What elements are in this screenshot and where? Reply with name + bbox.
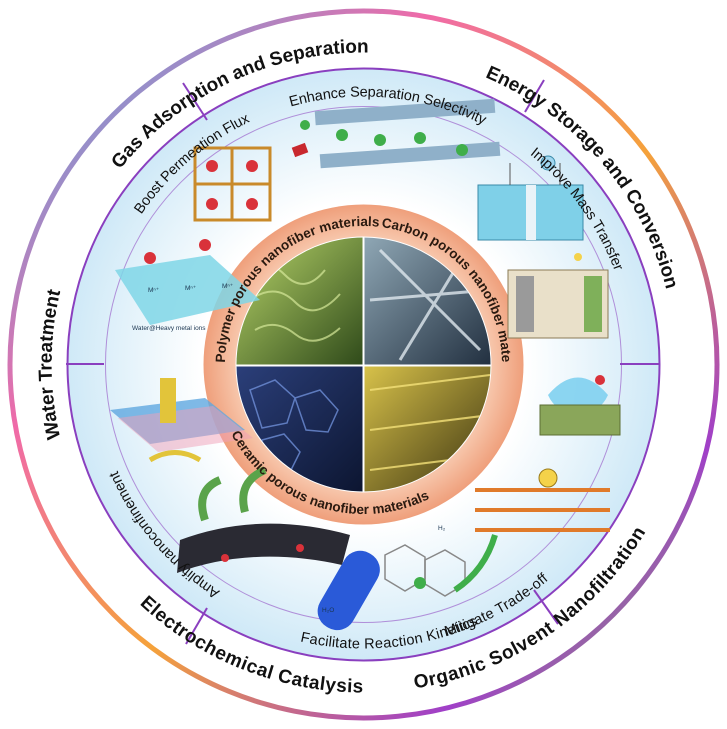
nanotube-catalysis-illustration: H₂ H₂O bbox=[317, 525, 498, 631]
hydrogen-label: H₂ bbox=[438, 525, 446, 532]
sector-dividers bbox=[66, 79, 660, 645]
ion-label-3: Mⁿ⁺ bbox=[222, 283, 234, 290]
water-label: H₂O bbox=[322, 607, 334, 614]
mof-grid-illustration bbox=[193, 146, 272, 222]
catalyst-fiber-illustration bbox=[177, 466, 350, 573]
battery-cell-illustration bbox=[507, 253, 609, 339]
heavy-metal-caption: Water@Heavy metal ions bbox=[132, 325, 206, 332]
membrane-sieving-illustration bbox=[291, 98, 501, 169]
ion-label-2: Mⁿ⁺ bbox=[185, 285, 197, 292]
core-images bbox=[236, 237, 491, 492]
layered-membrane-illustration bbox=[475, 468, 610, 532]
nanofiltration-splash-illustration bbox=[539, 375, 621, 436]
electrolysis-cell-illustration bbox=[477, 155, 584, 241]
ion-label-1: Mⁿ⁺ bbox=[148, 287, 160, 294]
heavy-metal-membrane-illustration: Mⁿ⁺ Mⁿ⁺ Mⁿ⁺ Water@Heavy metal ions bbox=[115, 239, 260, 332]
nanoconfinement-layers-illustration bbox=[110, 378, 253, 463]
